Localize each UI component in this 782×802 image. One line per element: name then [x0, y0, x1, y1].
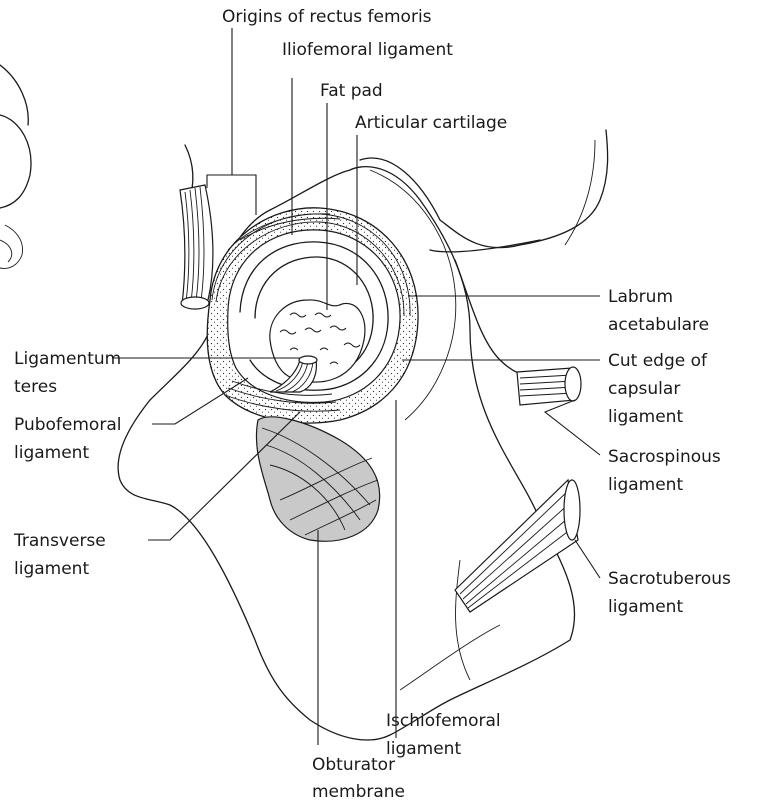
- label-pubofemoral-2: ligament: [14, 443, 89, 463]
- label-cut-edge-3: ligament: [608, 407, 683, 427]
- label-obturator-2: membrane: [312, 782, 405, 802]
- label-sacrospinous-1: Sacrospinous: [608, 447, 721, 467]
- label-fat-pad: Fat pad: [320, 81, 383, 101]
- label-cut-edge-1: Cut edge of: [608, 351, 708, 371]
- label-ischiofemoral-2: ligament: [386, 739, 461, 759]
- label-ischiofemoral-1: Ischiofemoral: [386, 711, 501, 731]
- label-origins-rectus-femoris: Origins of rectus femoris: [222, 7, 432, 27]
- label-labrum-2: acetabulare: [608, 315, 709, 335]
- rectus-femoris-tendon: [180, 185, 213, 309]
- label-labrum-1: Labrum: [608, 287, 673, 307]
- acetabulum: [207, 208, 418, 423]
- label-sacrotuberous-2: ligament: [608, 597, 683, 617]
- label-articular-cartilage: Articular cartilage: [355, 113, 507, 133]
- label-pubofemoral-1: Pubofemoral: [14, 415, 121, 435]
- label-transverse-1: Transverse: [13, 531, 106, 551]
- femur-fragment: [0, 65, 31, 268]
- label-ligamentum-teres-2: teres: [14, 377, 57, 397]
- label-sacrotuberous-1: Sacrotuberous: [608, 569, 731, 589]
- label-sacrospinous-2: ligament: [608, 475, 683, 495]
- label-ligamentum-teres-1: Ligamentum: [14, 349, 121, 369]
- cut-capsular-ligament: [517, 367, 581, 405]
- label-obturator-1: Obturator: [312, 755, 395, 775]
- label-cut-edge-2: capsular: [608, 379, 680, 399]
- label-transverse-2: ligament: [14, 559, 89, 579]
- label-iliofemoral-ligament: Iliofemoral ligament: [282, 40, 453, 60]
